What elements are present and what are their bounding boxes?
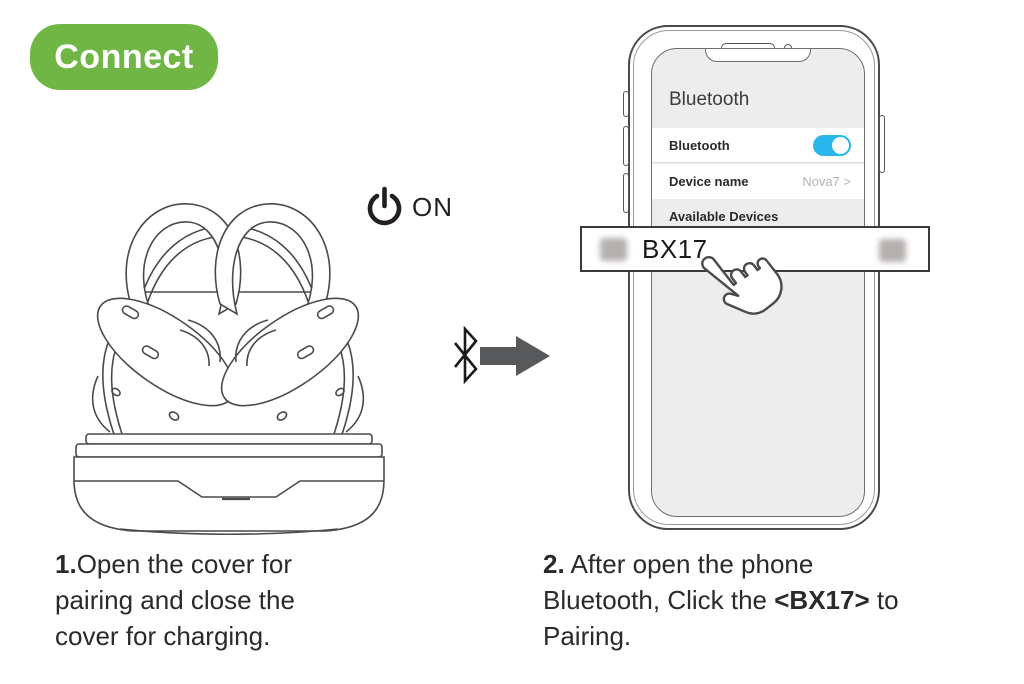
phone-notch [705,49,811,62]
step2-number: 2. [543,549,565,579]
toggle-knob [832,136,849,154]
bluetooth-toggle-label: Bluetooth [669,137,730,153]
bluetooth-toggle-row[interactable]: Bluetooth [652,128,864,163]
earbuds-case-illustration [73,203,385,536]
bluetooth-toggle[interactable] [813,134,851,156]
device-name-value: Nova7 > [802,174,851,189]
available-devices-header: Available Devices [669,209,779,224]
device-brand-icon-blurred [600,237,627,261]
step2-text-before: After open the phone Bluetooth, Click th… [543,549,814,615]
power-on-indicator: ON [366,186,453,228]
phone-power-button [879,115,885,173]
device-name-label: Device name [669,174,749,189]
phone-volume-up-button [623,126,629,166]
step2-caption: 2. After open the phone Bluetooth, Click… [543,546,928,654]
step1-text: Open the cover for pairing and close the… [55,549,295,651]
arrow-right-icon [480,336,550,376]
bx17-device-name: BX17 [642,233,708,264]
power-icon [367,186,402,226]
device-name-row[interactable]: Device name Nova7 > [652,164,864,199]
step1-number: 1. [55,549,77,579]
case-base [73,433,385,536]
connect-badge: Connect [30,24,218,90]
tap-hand-icon [701,255,783,315]
power-on-label: ON [412,191,453,222]
bluetooth-icon [453,326,478,384]
phone-volume-down-button [623,173,629,213]
step1-caption: 1.Open the cover for pairing and close t… [55,546,360,654]
step2-device-name: <BX17> [774,585,870,615]
bluetooth-settings-title: Bluetooth [669,89,750,110]
right-earbud [214,203,365,433]
phone-mute-switch [623,91,629,117]
left-earbud [91,203,242,433]
step2-text-after: to Pairing. [543,585,899,651]
device-status-icon-blurred [879,239,906,262]
connect-badge-label: Connect [54,37,194,76]
